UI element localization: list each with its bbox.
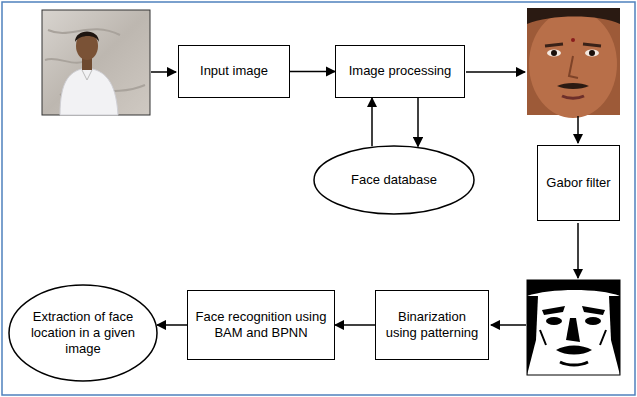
ellipse-outline [314, 146, 474, 214]
process-box: Image processing [335, 45, 465, 98]
face-crop-photo [527, 8, 620, 118]
flow-arrow [417, 98, 419, 147]
flow-arrow [157, 324, 187, 326]
input-photo [42, 10, 150, 115]
terminal-ellipse: Extraction of face location in a given i… [8, 284, 158, 382]
process-box: Face recognition using BAM and BPNN [187, 290, 335, 360]
flow-arrow [335, 324, 375, 326]
process-box: Gabor filter [537, 145, 620, 221]
flow-arrow [290, 71, 335, 73]
node-label: Extraction of face location in a given i… [28, 309, 139, 358]
node-label: Face database [351, 172, 437, 188]
flow-arrow [466, 71, 525, 73]
flow-arrow [371, 98, 373, 146]
flow-arrow [577, 116, 579, 143]
flow-arrow [577, 223, 579, 278]
ellipse-outline [9, 285, 157, 381]
node-label: Binarization using patterning [382, 309, 482, 342]
node-label: Input image [200, 63, 268, 79]
node-label: Gabor filter [546, 175, 610, 191]
node-label: Image processing [349, 63, 452, 79]
database-ellipse: Face database [313, 145, 475, 215]
node-label: Face recognition using BAM and BPNN [194, 309, 328, 342]
process-box: Binarization using patterning [375, 290, 489, 360]
flow-arrow [151, 71, 176, 73]
process-box: Input image [178, 45, 290, 98]
binarized-face-image [527, 280, 620, 375]
flow-arrow [491, 324, 526, 326]
